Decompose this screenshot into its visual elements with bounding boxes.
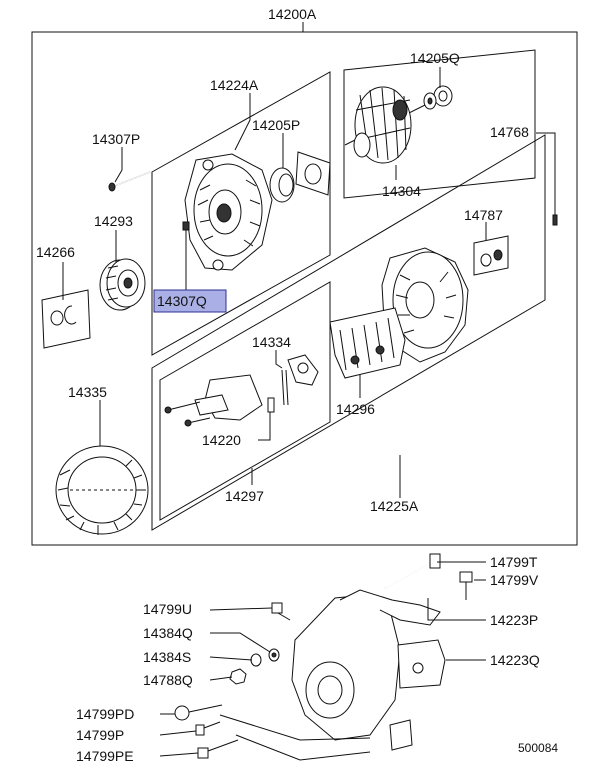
pulley-14293-part[interactable] — [99, 258, 146, 311]
label-14799U[interactable]: 14799U — [143, 601, 192, 617]
label-14799V[interactable]: 14799V — [490, 572, 539, 588]
label-14304[interactable]: 14304 — [382, 183, 421, 199]
label-14223Q[interactable]: 14223Q — [490, 652, 540, 668]
label-14296[interactable]: 14296 — [336, 401, 375, 417]
label-14788Q[interactable]: 14788Q — [143, 672, 193, 688]
brush-14334-part[interactable] — [281, 354, 319, 406]
bolt-14799P-part[interactable] — [195, 721, 221, 736]
regulator-14220-part[interactable] — [164, 374, 275, 427]
subassembly-14225A-frame — [151, 134, 546, 531]
bolt-14799U-part[interactable] — [271, 602, 291, 621]
bearing-14205Q-part[interactable] — [423, 85, 453, 110]
label-14297[interactable]: 14297 — [225, 488, 264, 504]
label-14787[interactable]: 14787 — [464, 207, 503, 223]
label-14224A[interactable]: 14224A — [210, 77, 259, 93]
label-14205Q[interactable]: 14205Q — [410, 50, 460, 66]
leader-lines — [62, 22, 556, 757]
label-14307P[interactable]: 14307P — [92, 131, 140, 147]
label-14334[interactable]: 14334 — [252, 334, 291, 350]
assembly-frame — [31, 31, 578, 546]
bolt-14799V-part[interactable] — [459, 571, 473, 600]
bearing-14205P-part[interactable] — [269, 151, 331, 203]
label-14799PD[interactable]: 14799PD — [76, 706, 134, 722]
front-housing-14224A-part[interactable] — [184, 153, 273, 271]
highlight-14307Q — [153, 289, 227, 313]
rotor-14304-part[interactable] — [344, 86, 426, 164]
label-14384S[interactable]: 14384S — [143, 649, 191, 665]
subassembly-14297-frame — [159, 281, 331, 521]
label-14225A[interactable]: 14225A — [370, 498, 419, 514]
label-14384Q[interactable]: 14384Q — [143, 625, 193, 641]
bolt-14799PD-part[interactable] — [174, 704, 223, 721]
label-14799P[interactable]: 14799P — [76, 727, 124, 743]
bolt-14799T-part[interactable] — [384, 553, 441, 589]
subassembly-14304-frame-skew — [343, 49, 536, 199]
rear-housing-14225A-part[interactable] — [381, 247, 469, 363]
label-14307Q[interactable]: 14307Q — [157, 293, 207, 309]
label-14205P[interactable]: 14205P — [252, 117, 300, 133]
pin-14768-part[interactable] — [552, 140, 558, 226]
diagram-code: 500084 — [518, 741, 558, 755]
label-14293[interactable]: 14293 — [94, 213, 133, 229]
rectifier-14296-part[interactable] — [329, 307, 406, 379]
label-14200A[interactable]: 14200A — [268, 6, 317, 22]
nut-14788Q-part[interactable] — [229, 668, 247, 685]
label-14768[interactable]: 14768 — [490, 124, 529, 140]
label-14266[interactable]: 14266 — [36, 244, 75, 260]
label-14220[interactable]: 14220 — [202, 432, 241, 448]
label-14799PE[interactable]: 14799PE — [76, 748, 134, 764]
screw-14307Q-part[interactable] — [182, 221, 190, 285]
label-14335[interactable]: 14335 — [68, 384, 107, 400]
label-14799T[interactable]: 14799T — [490, 554, 538, 570]
bracket-assembly-part[interactable] — [219, 589, 446, 761]
bolt-14799PE-part[interactable] — [197, 739, 239, 759]
nut-14266-part[interactable] — [41, 289, 91, 349]
washer-14384Q-part[interactable] — [268, 648, 280, 662]
label-14223P[interactable]: 14223P — [490, 612, 538, 628]
washer-14384S-part[interactable] — [250, 653, 262, 667]
subassembly-14224A-frame — [151, 71, 331, 356]
bolt-14307P-part[interactable] — [108, 171, 151, 192]
cap-14787-part[interactable] — [473, 235, 509, 276]
stator-14335-part[interactable] — [55, 445, 149, 535]
